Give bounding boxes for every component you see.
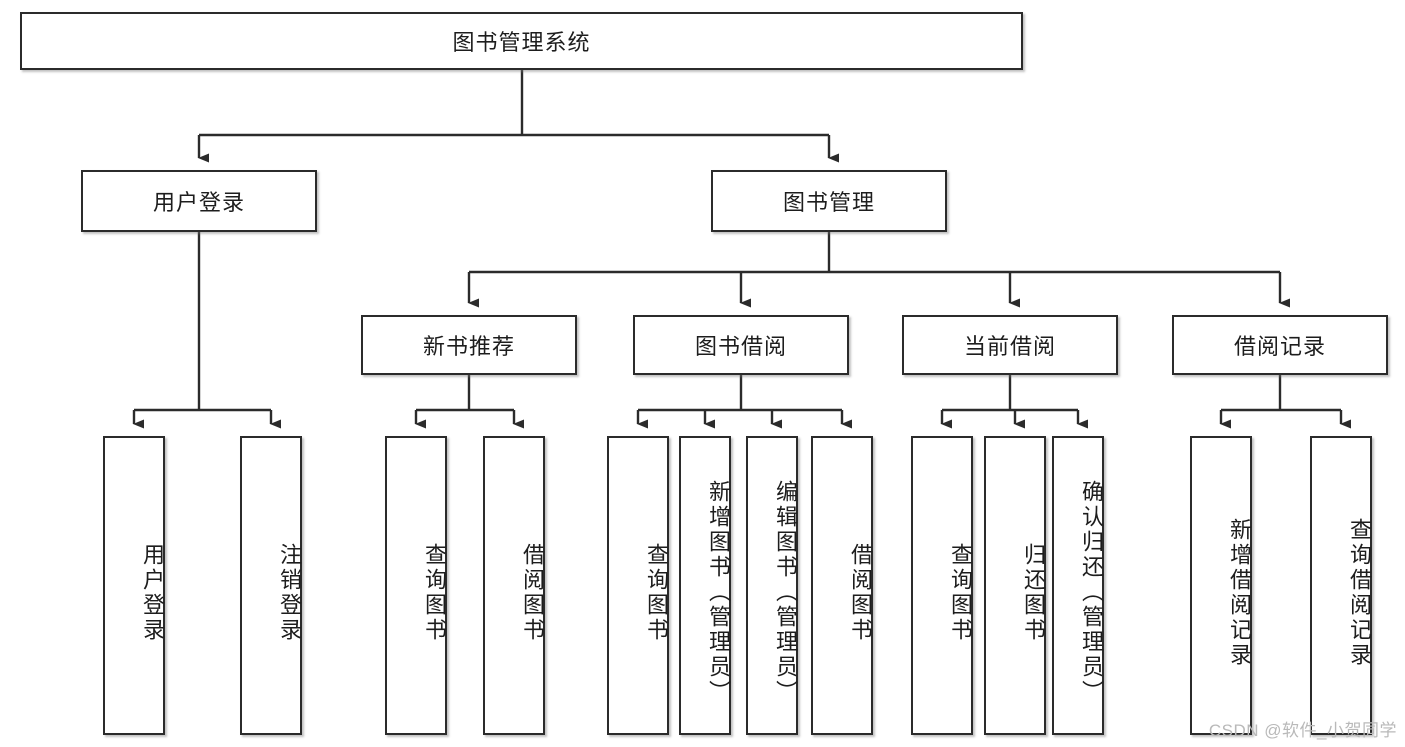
node-l_logout[interactable]: 注销登录 <box>240 436 302 735</box>
node-root[interactable]: 图书管理系统 <box>20 12 1023 70</box>
node-bookmgmt[interactable]: 图书管理 <box>711 170 947 232</box>
node-c_query[interactable]: 查询图书 <box>911 436 973 735</box>
node-r_add[interactable]: 新增借阅记录 <box>1190 436 1252 735</box>
node-n_query[interactable]: 查询图书 <box>385 436 447 735</box>
node-borrow[interactable]: 图书借阅 <box>633 315 849 375</box>
node-b_borrow[interactable]: 借阅图书 <box>811 436 873 735</box>
node-label: 注销登录 <box>277 542 302 643</box>
node-r_query[interactable]: 查询借阅记录 <box>1310 436 1372 735</box>
node-label: 新增图书（管理员） <box>706 480 731 705</box>
node-l_login[interactable]: 用户登录 <box>103 436 165 735</box>
node-b_query[interactable]: 查询图书 <box>607 436 669 735</box>
node-label: 借阅图书 <box>848 542 873 643</box>
node-n_borrow[interactable]: 借阅图书 <box>483 436 545 735</box>
node-label: 当前借阅 <box>963 334 1056 359</box>
node-b_add[interactable]: 新增图书（管理员） <box>679 436 731 735</box>
node-current[interactable]: 当前借阅 <box>902 315 1118 375</box>
node-label: 用户登录 <box>140 542 165 643</box>
node-label: 归还图书 <box>1021 542 1046 643</box>
node-label: 新增借阅记录 <box>1227 517 1252 668</box>
node-label: 确认归还（管理员） <box>1079 480 1104 705</box>
node-label: 借阅图书 <box>520 542 545 643</box>
node-login[interactable]: 用户登录 <box>81 170 317 232</box>
node-label: 用户登录 <box>152 190 245 215</box>
node-newbook[interactable]: 新书推荐 <box>361 315 577 375</box>
watermark-text: CSDN @软件_小贺同学 <box>1208 721 1397 740</box>
node-c_return[interactable]: 归还图书 <box>984 436 1046 735</box>
node-label: 查询图书 <box>644 542 669 643</box>
node-label: 借阅记录 <box>1233 334 1326 359</box>
node-label: 查询图书 <box>422 542 447 643</box>
node-label: 查询图书 <box>948 542 973 643</box>
node-label: 查询借阅记录 <box>1347 517 1372 668</box>
node-records[interactable]: 借阅记录 <box>1172 315 1388 375</box>
node-c_confirm[interactable]: 确认归还（管理员） <box>1052 436 1104 735</box>
node-label: 图书管理系统 <box>452 30 591 55</box>
node-b_edit[interactable]: 编辑图书（管理员） <box>746 436 798 735</box>
node-label: 新书推荐 <box>422 334 515 359</box>
node-label: 图书管理 <box>782 190 875 215</box>
node-label: 图书借阅 <box>694 334 787 359</box>
node-label: 编辑图书（管理员） <box>773 480 798 705</box>
